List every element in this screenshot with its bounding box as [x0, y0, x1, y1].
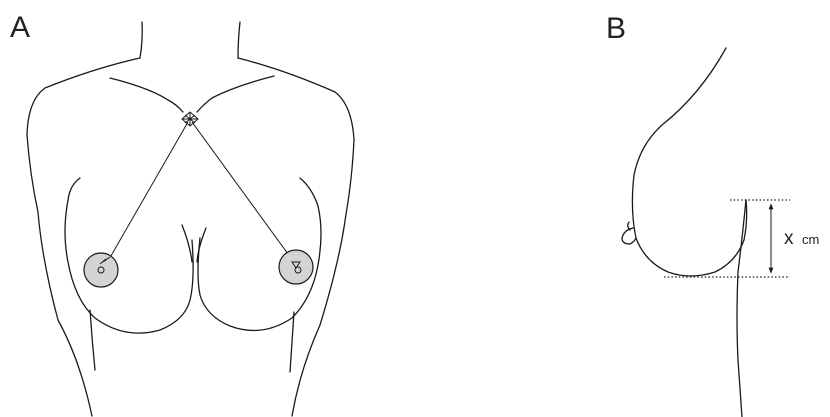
left-inner-line: [182, 225, 192, 262]
measurement-value: x: [784, 228, 794, 249]
neck-left-line: [140, 22, 142, 58]
panel-b: B x cm: [606, 12, 819, 417]
left-breast-outline: [65, 178, 193, 333]
panel-a-label: A: [10, 11, 30, 44]
left-collarbone: [110, 78, 183, 112]
profile-nipple: [622, 228, 636, 244]
breast-profile-outline: [632, 48, 746, 276]
neck-right-line: [238, 22, 240, 58]
right-areola: [279, 250, 313, 284]
panel-a: A: [10, 11, 354, 416]
right-lower-crease: [290, 312, 294, 372]
measure-line-right: [192, 122, 296, 265]
sternal-notch-marker: [182, 112, 198, 126]
measurement-unit: cm: [802, 232, 819, 247]
right-collarbone: [197, 76, 274, 112]
left-lower-crease: [90, 310, 95, 370]
panel-b-label: B: [606, 12, 626, 45]
profile-nipple-tip: [628, 222, 630, 230]
measurement-label: x cm: [784, 228, 819, 249]
torso-right-outline: [238, 58, 354, 416]
torso-left-outline: [27, 58, 140, 416]
left-areola: [84, 253, 118, 287]
measure-line-left: [104, 122, 188, 268]
